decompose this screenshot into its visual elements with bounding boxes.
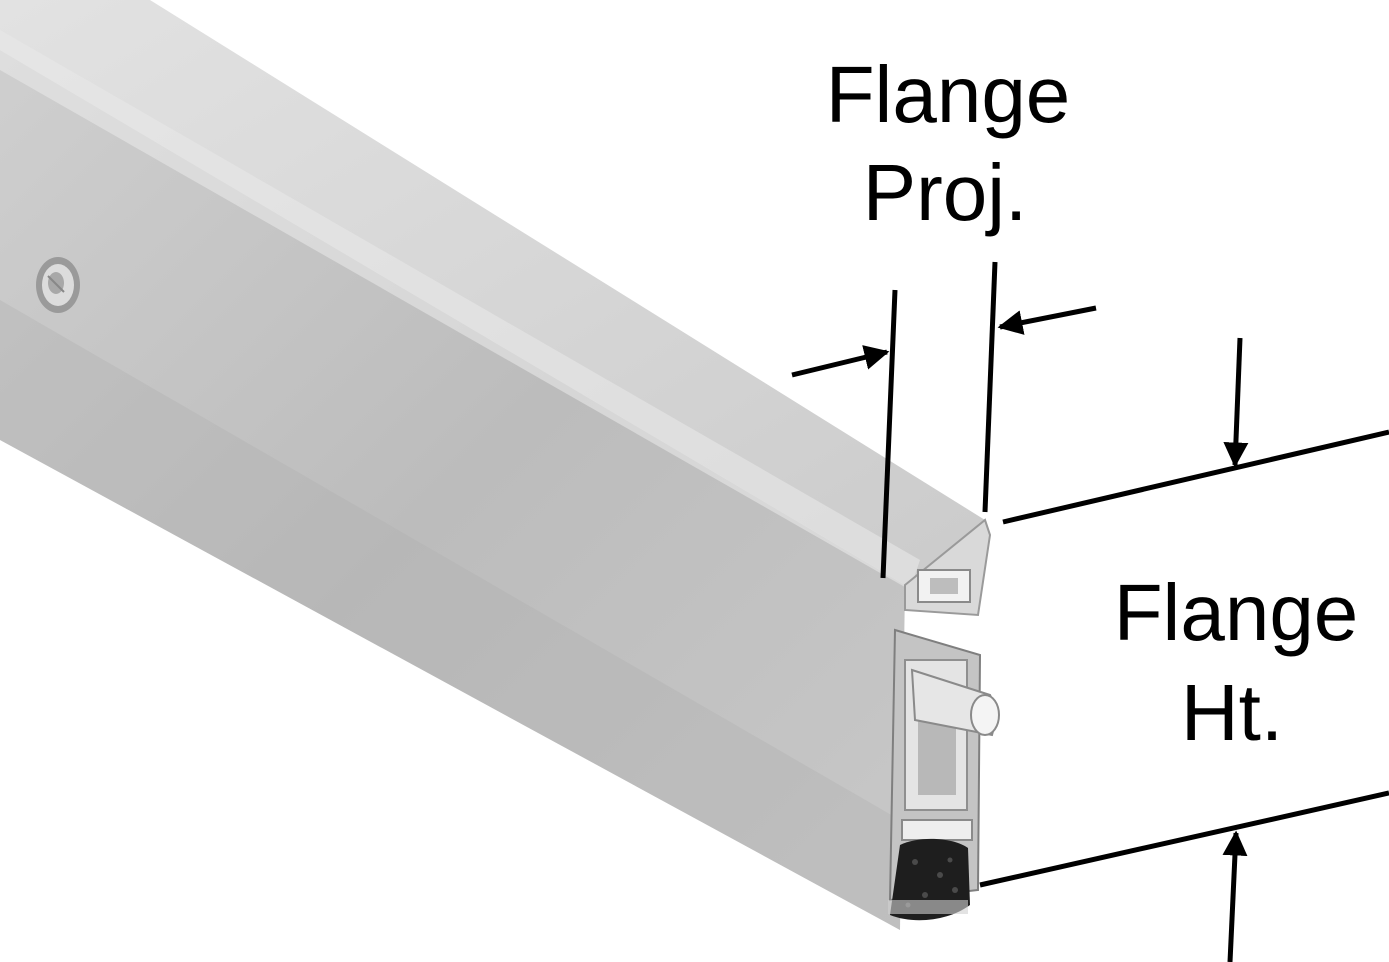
gasket-seal — [890, 838, 970, 921]
flange-projection-dimension — [791, 261, 1097, 579]
bar-top-face — [0, 0, 985, 585]
flange-height-dimension — [979, 337, 1389, 962]
bar-end-profile — [888, 518, 1000, 921]
projection-arrow-left — [791, 345, 890, 378]
flange-height-label-line2: Ht. — [1181, 668, 1283, 757]
height-extension-top — [1002, 429, 1389, 525]
bar-lower-shade — [0, 300, 900, 930]
height-arrow-bottom — [1222, 830, 1248, 962]
flange-height-label-line1: Flange — [1114, 568, 1359, 657]
flange-projection-label-line1: Flange — [826, 50, 1071, 139]
height-extension-bottom — [979, 790, 1389, 888]
projection-extension-left — [880, 289, 898, 579]
projection-extension-right — [982, 261, 998, 513]
door-bottom-bar — [0, 0, 1000, 930]
flange-projection-label-line2: Proj. — [863, 148, 1028, 237]
bar-front-face — [0, 50, 905, 930]
screw-icon — [36, 257, 80, 313]
projection-arrow-right — [997, 305, 1097, 335]
height-arrow-top — [1223, 337, 1249, 468]
bar-highlight — [0, 30, 920, 590]
